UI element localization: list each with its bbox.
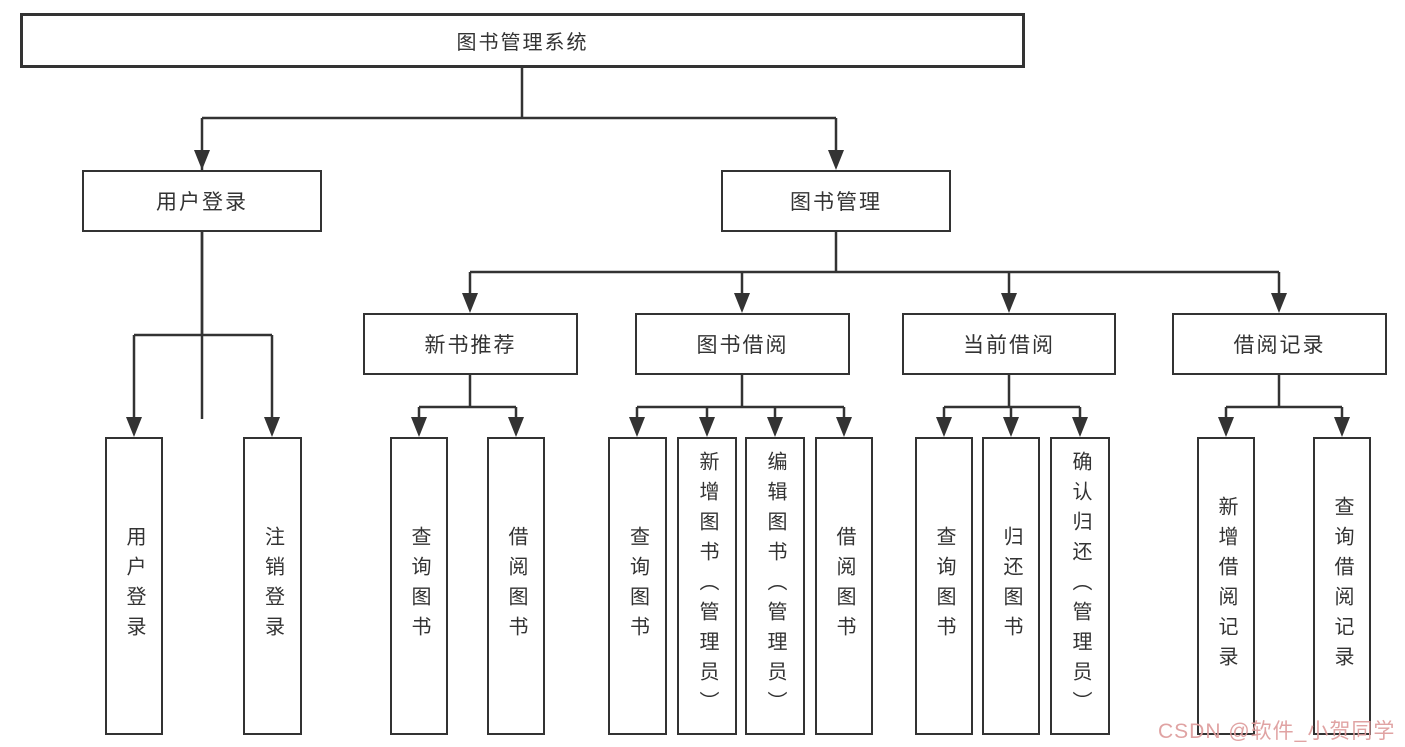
leaf-borrow-books-2: 借阅图书 [815,437,873,735]
connector-newbook-bracket [417,375,518,419]
node-current-borrowing: 当前借阅 [902,313,1116,375]
leaf-return-books: 归还图书 [982,437,1040,735]
leaf-add-books-admin: 新增图书（管理员） [677,437,737,735]
leaf-user-login: 用户登录 [105,437,163,735]
node-user-login: 用户登录 [82,170,322,232]
leaf-borrow-books-1: 借阅图书 [487,437,545,735]
leaf-query-books-1: 查询图书 [390,437,448,735]
leaf-edit-books-admin: 编辑图书（管理员） [745,437,805,735]
csdn-watermark: CSDN @软件_小贺同学 [1158,720,1396,743]
leaf-query-books-2: 查询图书 [608,437,667,735]
connector-root-to-level2 [200,68,838,419]
leaf-query-books-3: 查询图书 [915,437,973,735]
arrowheads [126,150,1350,437]
connector-records-bracket [1224,375,1344,419]
connector-login-bracket [132,232,274,419]
leaf-add-borrow-record: 新增借阅记录 [1197,437,1255,735]
leaf-confirm-return-admin: 确认归还（管理员） [1050,437,1110,735]
leaf-query-borrow-record: 查询借阅记录 [1313,437,1371,735]
node-new-book-recommend: 新书推荐 [363,313,578,375]
leaf-logout: 注销登录 [243,437,302,735]
node-book-management: 图书管理 [721,170,951,232]
connector-current-bracket [942,375,1082,419]
node-borrowing-records: 借阅记录 [1172,313,1387,375]
node-root-system: 图书管理系统 [20,13,1025,68]
connector-mgmt-bracket [468,232,1281,295]
connector-borrow-bracket [635,375,846,419]
node-book-borrowing: 图书借阅 [635,313,850,375]
